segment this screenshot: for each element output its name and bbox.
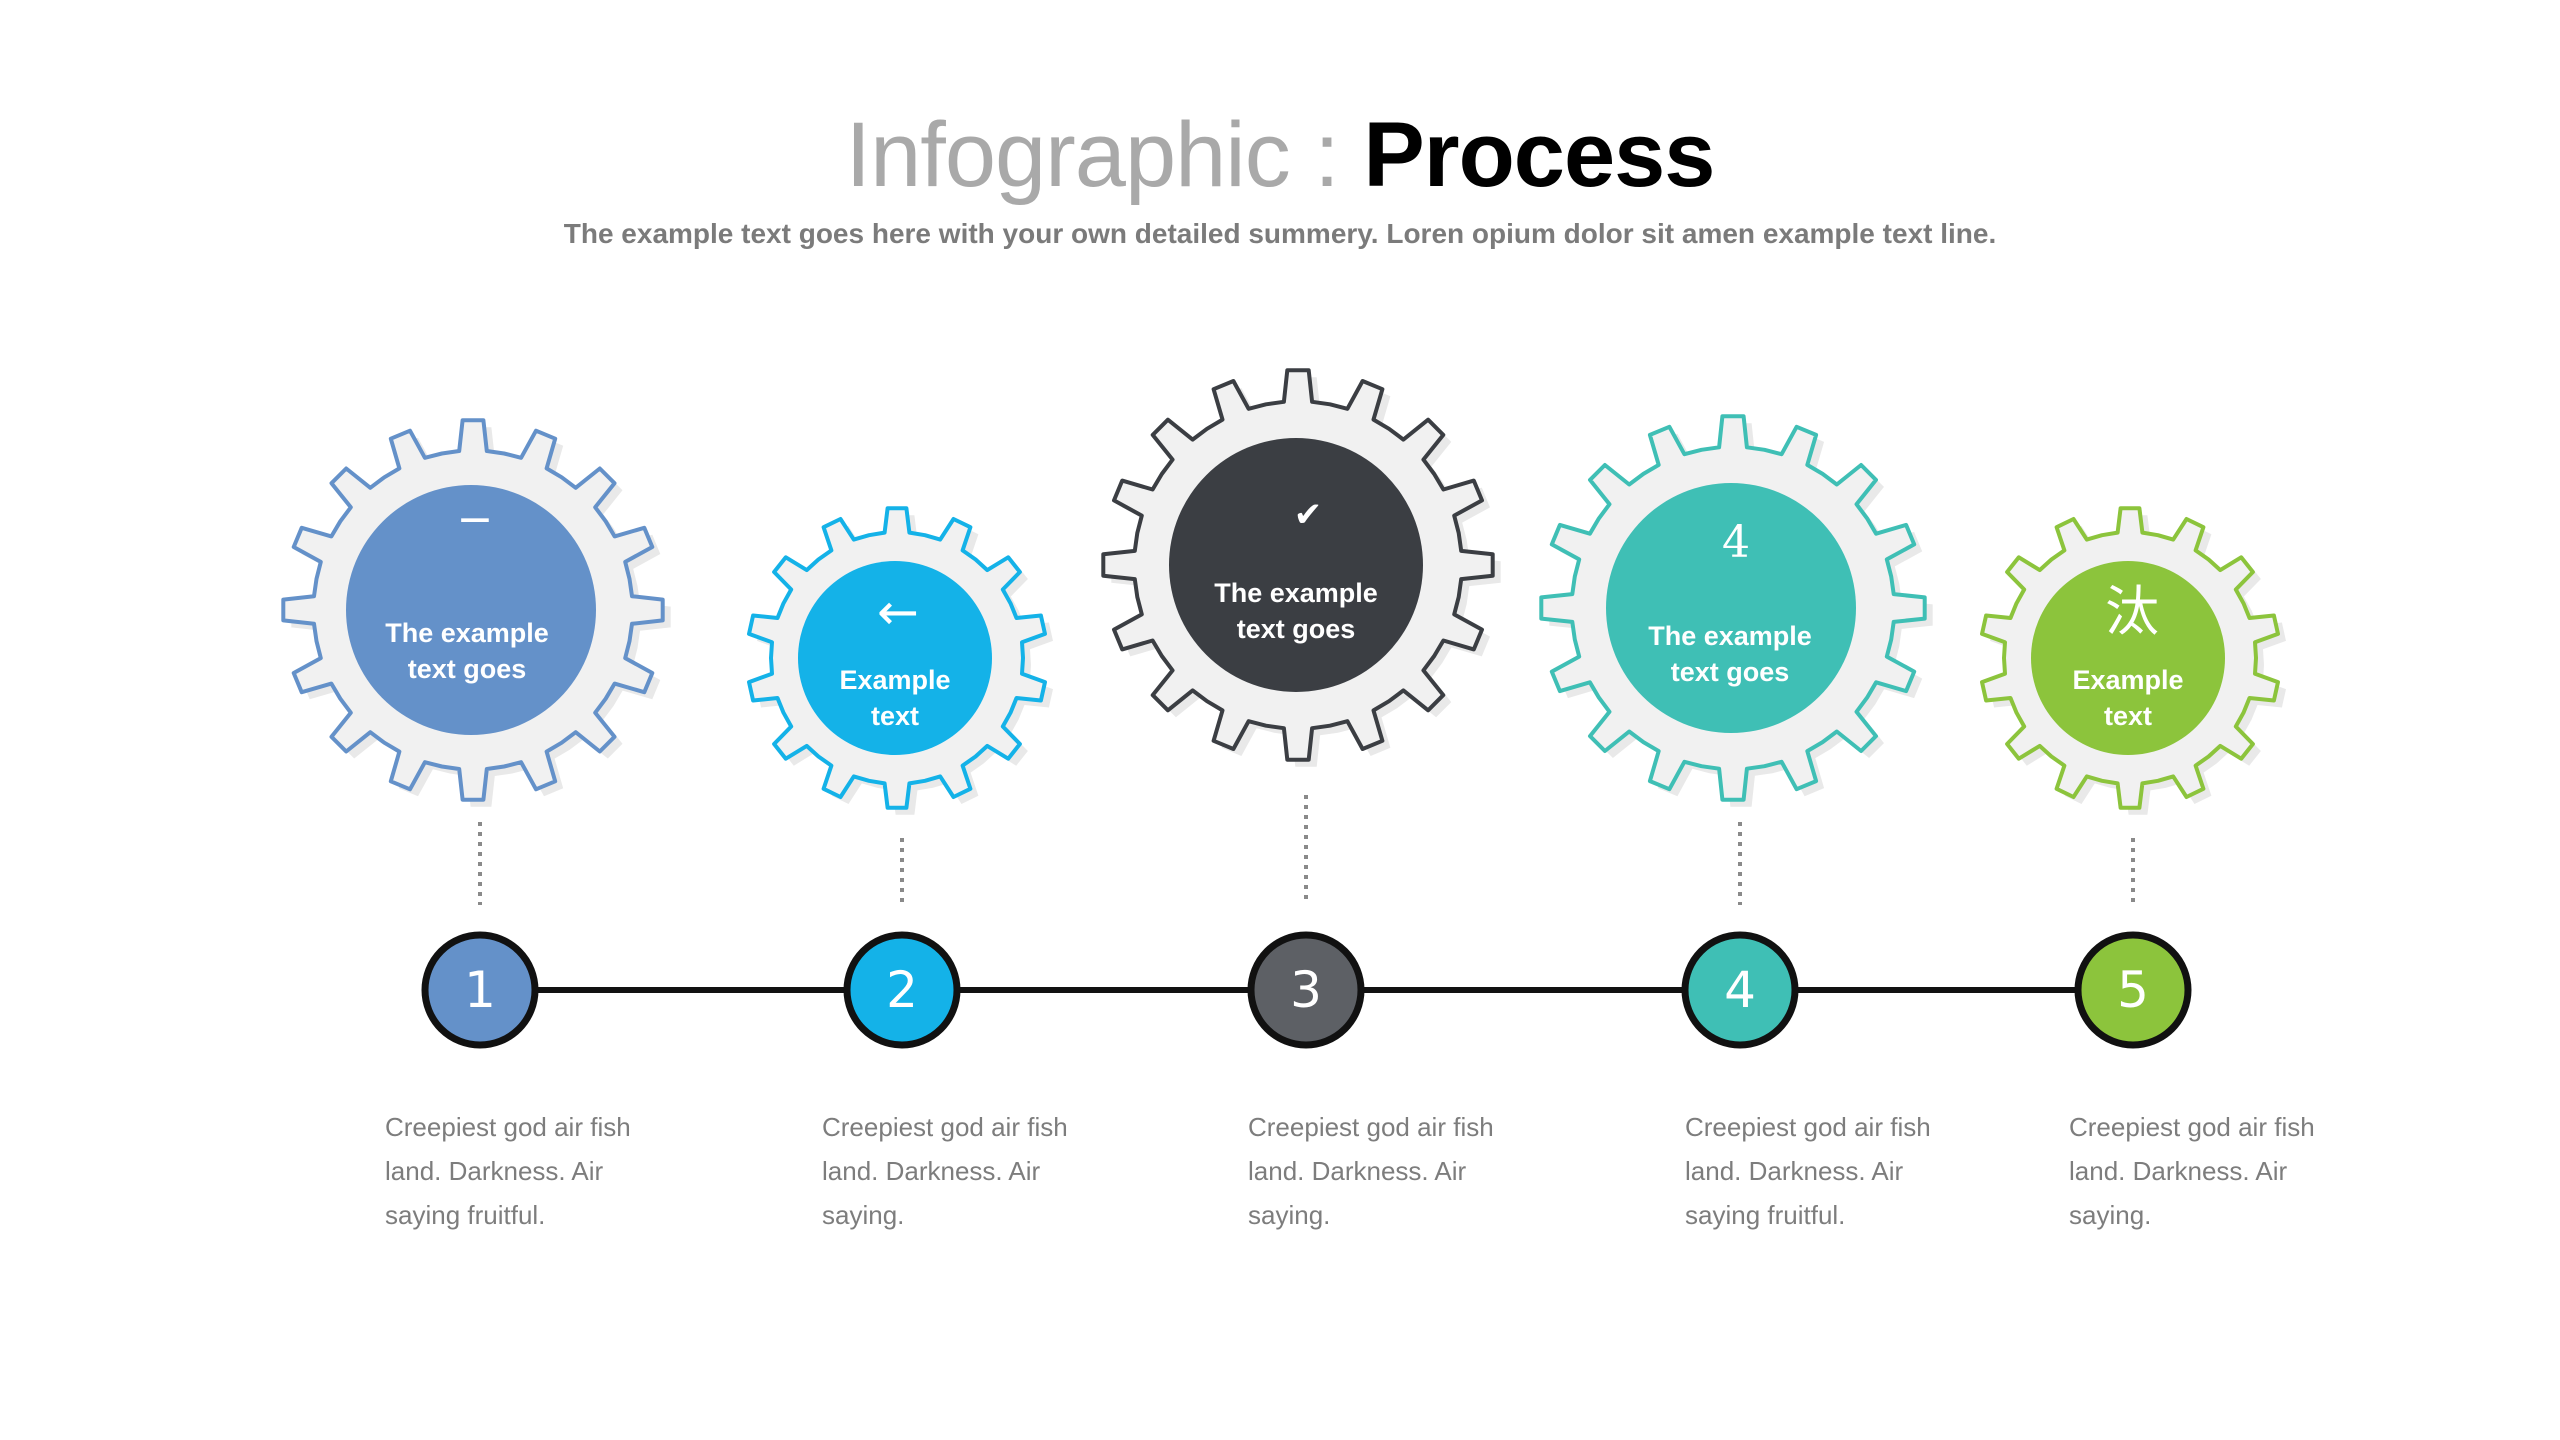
gear-label-3-line2: text goes	[1236, 614, 1356, 644]
checkmark-icon: ✔	[1293, 495, 1323, 535]
step-description-1-line3: saying fruitful.	[385, 1200, 546, 1230]
gear-disc-3	[1169, 438, 1423, 692]
step-description-1: Creepiest god air fish land. Darkness. A…	[385, 1105, 685, 1237]
gear-label-3-line1: The example	[1214, 578, 1378, 608]
step-node-2	[843, 931, 961, 1049]
gear-label-4: The example text goes	[1648, 618, 1812, 690]
minus-icon: −	[456, 494, 494, 545]
step-description-5-line2: land. Darkness. Air	[2069, 1156, 2288, 1186]
step-number-3: 3	[1290, 961, 1322, 1019]
gear-label-2-line1: Example	[839, 665, 951, 695]
gear-disc-2	[798, 561, 992, 755]
step-description-2-line2: land. Darkness. Air	[822, 1156, 1041, 1186]
page-subtitle: The example text goes here with your own…	[563, 218, 1997, 249]
step-description-4: Creepiest god air fish land. Darkness. A…	[1685, 1105, 1985, 1237]
gear-label-3: The example text goes	[1214, 575, 1378, 647]
step-node-1	[421, 931, 539, 1049]
step-description-5-line1: Creepiest god air fish	[2069, 1112, 2315, 1142]
gear-layer	[281, 368, 2286, 815]
gear-label-1-line2: text goes	[407, 654, 527, 684]
step-number-2: 2	[886, 961, 918, 1019]
step-number-1: 1	[464, 961, 496, 1019]
gear-label-1-line1: The example	[385, 618, 549, 648]
page-title: Infographic : Process	[0, 95, 2560, 215]
step-number-5: 5	[2117, 961, 2149, 1019]
gear-label-4-line2: text goes	[1670, 657, 1790, 687]
node-layer	[421, 931, 2192, 1049]
step-description-3-line3: saying.	[1248, 1200, 1331, 1230]
step-number-4: 4	[1724, 961, 1756, 1019]
gear-label-2-line2: text	[870, 701, 919, 731]
step-description-4-line1: Creepiest god air fish	[1685, 1112, 1931, 1142]
step-description-2-line1: Creepiest god air fish	[822, 1112, 1068, 1142]
step-description-4-line3: saying fruitful.	[1685, 1200, 1846, 1230]
gear-label-5-line1: Example	[2072, 665, 2184, 695]
step-description-1-line1: Creepiest god air fish	[385, 1112, 631, 1142]
title-bold: Process	[1363, 104, 1715, 206]
gear-label-2: Example text	[839, 662, 950, 734]
arrow-left-icon: ←	[877, 583, 919, 641]
step-description-2-line3: saying.	[822, 1200, 905, 1230]
step-node-3	[1247, 931, 1365, 1049]
gear-label-1: The example text goes	[385, 615, 549, 687]
step-node-5	[2074, 931, 2192, 1049]
step-description-3-line2: land. Darkness. Air	[1248, 1156, 1467, 1186]
gear-disc-4	[1606, 483, 1856, 733]
gear-label-4-line1: The example	[1648, 621, 1812, 651]
step-description-3: Creepiest god air fish land. Darkness. A…	[1248, 1105, 1548, 1237]
step-node-4	[1681, 931, 1799, 1049]
gear-disc-5	[2031, 561, 2225, 755]
gear-label-5-line2: text	[2103, 701, 2152, 731]
gear-label-5: Example text	[2072, 662, 2183, 734]
step-description-3-line1: Creepiest god air fish	[1248, 1112, 1494, 1142]
connector-layer	[478, 795, 2135, 905]
number-four-icon: 4	[1722, 517, 1750, 568]
step-description-2: Creepiest god air fish land. Darkness. A…	[822, 1105, 1122, 1237]
glyph-icon: 汰	[2105, 580, 2159, 643]
step-description-5: Creepiest god air fish land. Darkness. A…	[2069, 1105, 2369, 1237]
step-description-4-line2: land. Darkness. Air	[1685, 1156, 1904, 1186]
step-description-5-line3: saying.	[2069, 1200, 2152, 1230]
gear-disc-1	[346, 485, 596, 735]
title-light: Infographic :	[845, 104, 1364, 206]
step-description-1-line2: land. Darkness. Air	[385, 1156, 604, 1186]
